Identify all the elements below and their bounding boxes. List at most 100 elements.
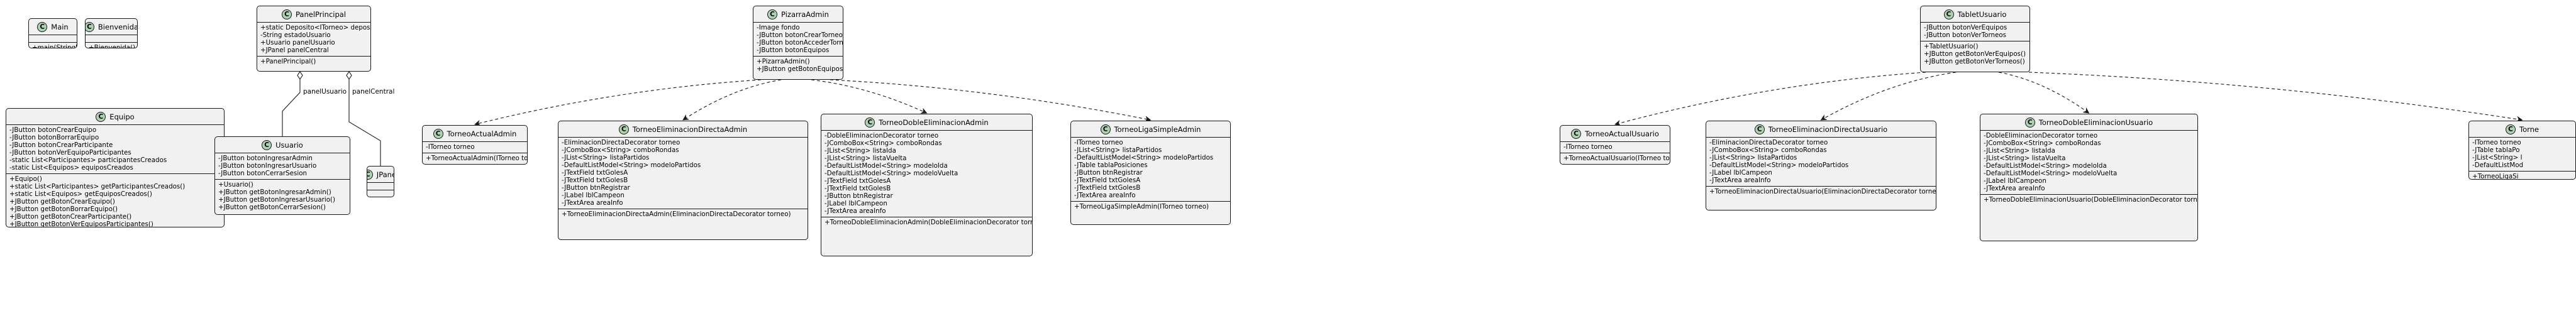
class-field: -JList<String> listaPartidos (562, 154, 650, 161)
class-circle-icon: C (281, 9, 292, 19)
class-field: -JTextArea areaInfo (1984, 185, 2045, 192)
class-fields: -DobleEliminacionDecorator torneo-JCombo… (1980, 131, 2197, 195)
class-field: -JTextField txtGolesB (562, 177, 628, 184)
class-field: -JComboBox<String> comboRondas (824, 139, 942, 147)
class-field: -JList<String> listaIda (824, 147, 896, 155)
class-method: +JButton getBotonCerrarSesion() (218, 204, 326, 211)
class-methods: +PanelPrincipal() (257, 57, 370, 67)
class-field: -JTextField txtGolesB (1074, 184, 1141, 192)
class-method: +JButton getBotonCrearEquipo() (9, 198, 115, 205)
class-circle-icon: C (1571, 128, 1582, 139)
class-field: -JTextField txtGolesA (1074, 177, 1141, 184)
class-field: -JButton botonBorrarEquipo (9, 134, 99, 141)
class-field: -JList<String> listaVuelta (824, 155, 907, 162)
class-header: CJPanel (367, 166, 394, 183)
relation-label-panel-central: panelCentral (352, 88, 395, 95)
class-method: +TorneoActualAdmin(ITorneo torneo) (426, 155, 528, 162)
class-methods: +Equipo()+static List<Participantes> get… (6, 174, 224, 227)
class-field: -JButton botonCrearParticipante (9, 141, 113, 149)
class-field: -DefaultListMod (2472, 161, 2524, 169)
class-field: -JTable tablaPo (2472, 146, 2520, 154)
class-field: -JButton botonCrearTorneo (757, 31, 843, 39)
relation-dependency (1614, 72, 1926, 126)
class-method: +Usuario() (218, 181, 253, 188)
class-field: -JTextArea areaInfo (1074, 192, 1136, 199)
class-field: -JList<String> listaIda (1984, 147, 2055, 155)
class-field: -static List<Equipos> equiposCreados (9, 164, 133, 172)
class-field: -DefaultListModel<String> modeloPartidos (562, 161, 701, 169)
class-method: +TorneoDobleEliminacionUsuario(DobleElim… (1984, 196, 2198, 204)
class-method: +JButton getBotonVerEquipos() (1924, 50, 2026, 58)
aggregation-diamond-icon (297, 71, 303, 80)
class-field: -JButton btnRegistrar (824, 192, 893, 200)
class-field: -JButton botonVerEquipoParticipantes (9, 149, 131, 156)
class-name: TorneoDobleEliminacionAdmin (879, 117, 989, 127)
class-method: +JButton getBotonEquipos() (757, 65, 843, 73)
class-method: +TorneoEliminacionDirectaUsuario(Elimina… (1709, 188, 1936, 195)
class-field: -ITorneo torneo (426, 143, 475, 151)
class-field: -JTextField txtGolesA (562, 169, 628, 177)
class-field: -ITorneo torneo (2472, 139, 2521, 146)
class-field: -DefaultListModel<String> modeloIda (1984, 162, 2107, 170)
class-field: -ITorneo torneo (1074, 139, 1123, 146)
class-field: -DefaultListModel<String> modeloVuelta (1984, 170, 2118, 177)
class-circle-icon: C (37, 21, 48, 32)
class-circle-icon: C (2024, 117, 2035, 128)
class-field: +static Deposito<ITorneo> depositoTorneo… (260, 24, 370, 31)
class-field: -JTextArea areaInfo (562, 199, 623, 207)
class-circle-icon: C (433, 128, 443, 139)
relation-dependency (1998, 72, 2090, 114)
class-method: +JButton getBotonIngresarAdmin() (218, 188, 331, 196)
class-method: +TorneoLigaSimpleAdmin(ITorneo torneo) (1074, 203, 1209, 210)
class-fields: -EliminacionDirectaDecorator torneo-JCom… (1706, 138, 1936, 187)
class-field: -EliminacionDirectaDecorator torneo (562, 139, 680, 146)
class-fields: -EliminacionDirectaDecorator torneo-JCom… (558, 138, 808, 209)
class-fields: -Image fondo-JButton botonCrearTorneo-JB… (753, 23, 843, 57)
class-methods: +TorneoLigaSimpleAdmin(ITorneo torneo) (1071, 202, 1230, 212)
class-jpanel[interactable]: CJPanel (367, 166, 394, 197)
class-circle-icon: C (618, 124, 629, 134)
class-name: TorneoLigaSimpleAdmin (1114, 124, 1201, 134)
class-fields: -ITorneo torneo-JList<String> listaParti… (1071, 138, 1230, 202)
class-fields (367, 183, 394, 190)
class-field: -JButton btnRegistrar (1074, 169, 1143, 177)
aggregation-diamond-icon (346, 71, 352, 80)
class-fields: +static Deposito<ITorneo> depositoTorneo… (257, 23, 370, 57)
class-methods: +TabletUsuario()+JButton getBotonVerEqui… (1921, 41, 2029, 67)
class-field: -JButton botonCerrarSesion (218, 170, 308, 177)
class-field: -String estadoUsuario (260, 31, 331, 39)
class-field: +JPanel panelCentral (260, 46, 329, 54)
class-field: -JButton botonVerEquipos (1924, 24, 2007, 31)
relation-dependency (474, 79, 762, 126)
class-methods: +PizarraAdmin()+JButton getBotonEquipos(… (753, 57, 843, 75)
class-field: -DobleEliminacionDecorator torneo (824, 132, 939, 139)
class-name: Usuario (275, 140, 303, 150)
class-field: -JList<String> listaVuelta (1984, 155, 2066, 162)
class-methods: +Usuario()+JButton getBotonIngresarAdmin… (215, 180, 350, 213)
class-field: -JTextField txtGolesA (824, 177, 891, 185)
class-field: -DobleEliminacionDecorator torneo (1984, 132, 2098, 139)
class-fields: -ITorneo torneo (1560, 142, 1670, 153)
class-field: -JLabel lblCampeon (824, 200, 887, 207)
